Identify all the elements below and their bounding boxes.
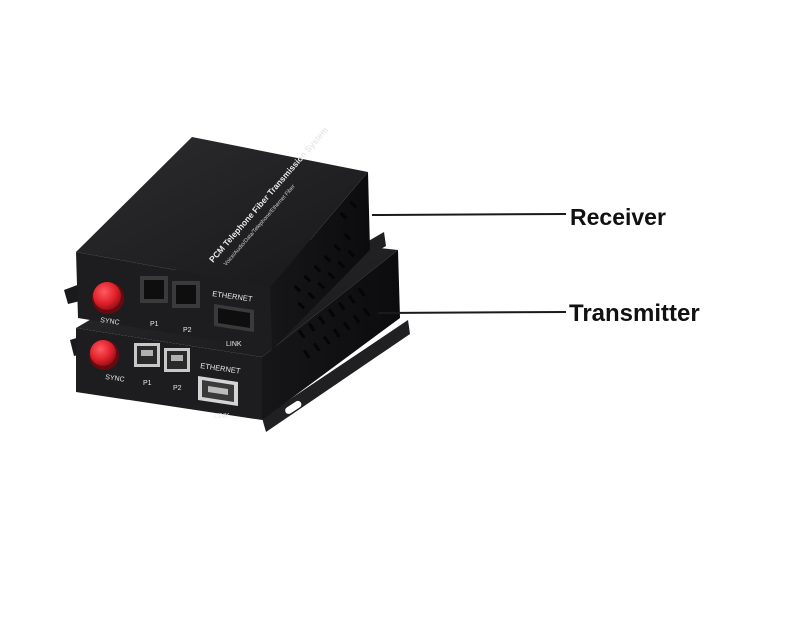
receiver-ethernet-port xyxy=(214,304,254,332)
receiver-fiber-connector xyxy=(92,282,124,314)
transmitter-link-label: LINK xyxy=(214,413,230,420)
receiver-label: Receiver xyxy=(570,204,666,230)
transmitter-phone-port-p2 xyxy=(164,348,190,372)
transmitter-port-p1-label: P1 xyxy=(143,380,152,387)
transmitter-sync-label: SYNC xyxy=(105,374,125,384)
receiver-vents xyxy=(293,200,358,310)
receiver-port-p1-label: P1 xyxy=(150,321,159,328)
receiver-top-face xyxy=(76,137,368,287)
transmitter-fiber-connector xyxy=(89,340,119,370)
transmitter-port-p2-label: P2 xyxy=(173,385,182,392)
transmitter-phone-port-p1 xyxy=(134,343,160,367)
receiver-callout-line xyxy=(371,213,567,216)
receiver-unit: PCM Telephone Fiber Transmission System … xyxy=(64,125,386,350)
transmitter-mount-slot-1 xyxy=(285,400,302,414)
transmitter-ethernet-port xyxy=(198,376,238,406)
transmitter-callout-line xyxy=(377,311,567,314)
transmitter-side-face xyxy=(262,250,400,420)
transmitter-vents xyxy=(297,287,371,359)
receiver-link-label: LINK xyxy=(226,341,242,348)
receiver-phone-port-p2 xyxy=(172,281,200,308)
receiver-phone-port-p1 xyxy=(140,276,168,303)
receiver-port-p2-label: P2 xyxy=(183,327,192,334)
transmitter-label: Transmitter xyxy=(569,300,700,327)
receiver-sync-label: SYNC xyxy=(100,317,120,327)
